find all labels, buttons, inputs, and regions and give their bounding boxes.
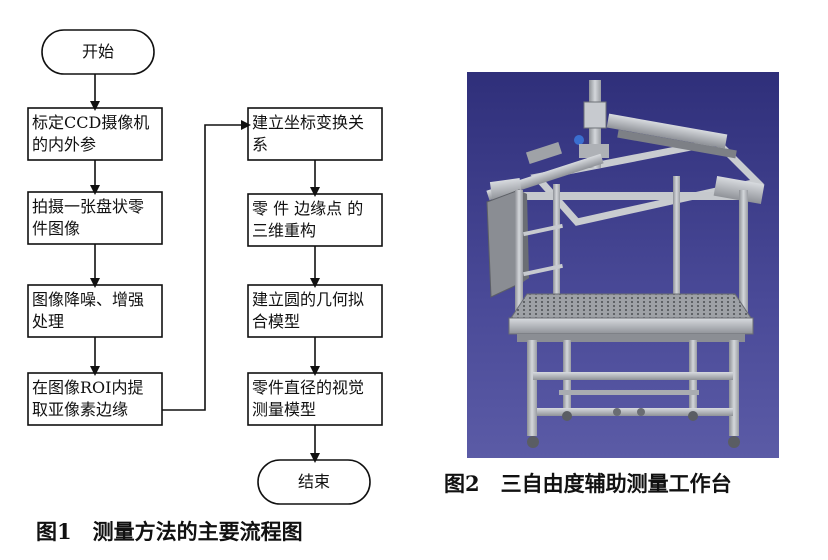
- step-label-8: 零件直径的视觉测量模型: [252, 378, 365, 419]
- step-label-2: 拍摄一张盘状零件图像: [32, 197, 145, 238]
- step-box-8: [247, 372, 383, 426]
- step-label-4: 在图像ROI内提取亚像素边缘: [32, 378, 144, 419]
- step-box-7: [247, 284, 383, 338]
- step-label-5: 建立坐标变换关系: [252, 113, 365, 154]
- step-box-3: [27, 284, 163, 338]
- step-label-7: 建立圆的几何拟合模型: [252, 290, 365, 331]
- step-box-4: [27, 372, 163, 426]
- step-label-1: 标定CCD摄像机的内外参: [32, 113, 150, 154]
- end-label: 结束: [297, 472, 330, 491]
- measurement-workbench-image: [467, 72, 779, 458]
- step-label-3: 图像降噪、增强处理: [32, 290, 145, 331]
- workbench-drawing: [467, 72, 779, 458]
- start-label: 开始: [81, 42, 114, 61]
- step-box-1: [27, 107, 163, 161]
- figure-1-caption: 图1 测量方法的主要流程图: [36, 519, 303, 544]
- step-label-6: 零 件 边缘点 的三维重构: [252, 199, 364, 240]
- start-terminal: [41, 29, 155, 75]
- figure-2-caption: 图2 三自由度辅助测量工作台: [444, 471, 732, 496]
- connector-step4-to-step5: [162, 120, 251, 411]
